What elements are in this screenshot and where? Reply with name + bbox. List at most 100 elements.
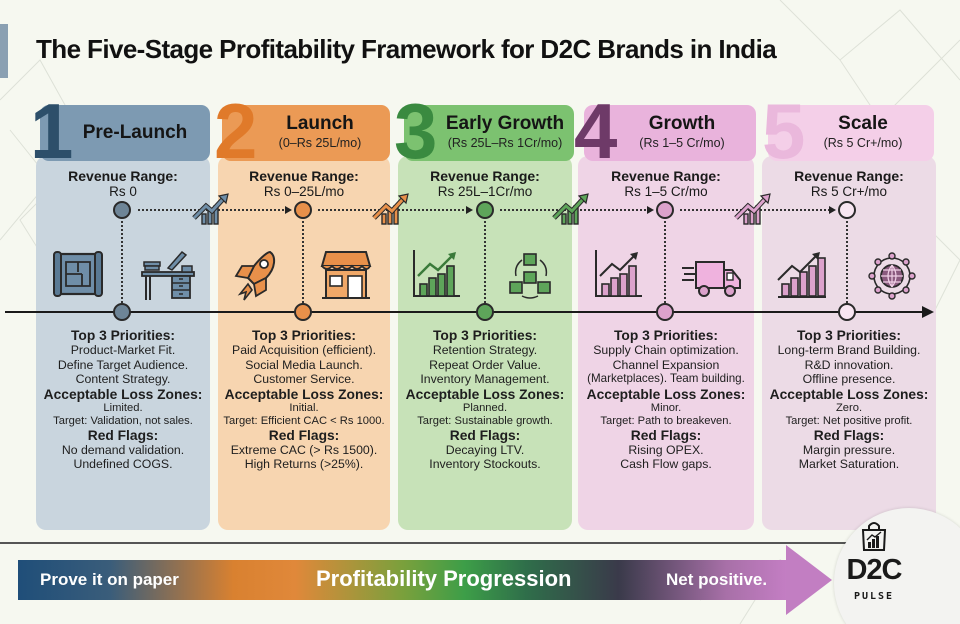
stage-4-vertical-connector [664, 221, 666, 303]
blueprint-icon [53, 251, 103, 297]
stage-3-top-node [476, 201, 494, 219]
loss-zone-value: Minor. [650, 401, 682, 414]
red-flags-heading: Red Flags: [813, 427, 885, 443]
brand-logo-subtext: PULSE [853, 591, 895, 602]
stage-5-details: Top 3 Priorities: Long-term Brand Buildi… [760, 328, 938, 472]
loss-zones-heading: Acceptable Loss Zones: [405, 386, 565, 402]
stage-1-timeline-node [113, 303, 131, 321]
priorities-heading: Top 3 Priorities: [251, 328, 356, 343]
priority-item: Retention Strategy. [432, 343, 538, 357]
loss-zone-target: Target: Net positive profit. [785, 414, 913, 427]
priority-item: Offline presence. [802, 372, 896, 387]
stage-2-revenue-label: Revenue Range: [249, 168, 359, 184]
stage-1-details: Top 3 Priorities: Product-Market Fit. De… [36, 328, 210, 472]
stage-5-number: 5 [762, 87, 805, 175]
trend-up-icon [372, 193, 409, 225]
red-flag-item: Undefined COGS. [73, 457, 173, 472]
global-network-icon [868, 252, 916, 300]
stage-4-details: Top 3 Priorities: Supply Chain optimizat… [576, 328, 756, 472]
stage-1-header: Pre-Launch [40, 105, 210, 161]
stage-3-timeline-node [476, 303, 494, 321]
red-flag-item: Rising OPEX. [628, 442, 704, 457]
priority-item: Customer Service. [253, 372, 355, 387]
red-flag-item: Margin pressure. [802, 442, 896, 457]
trend-up-icon [552, 193, 589, 225]
loss-zones-heading: Acceptable Loss Zones: [769, 386, 929, 402]
stage-5-subtitle: (Rs 5 Cr+/mo) [823, 136, 903, 150]
trend-up-icon [192, 193, 229, 225]
stage-5-vertical-connector [846, 221, 848, 303]
red-flags-heading: Red Flags: [630, 427, 702, 443]
loss-zone-target: Target: Path to breakeven. [600, 414, 732, 427]
stage-4-top-node [656, 201, 674, 219]
growth-chart-icon [413, 250, 460, 297]
red-flag-item: Market Saturation. [798, 457, 900, 472]
arrowhead-3-4 [647, 206, 654, 214]
trend-up-icon [734, 193, 771, 225]
stage-5-revenue-value: Rs 5 Cr+/mo [810, 184, 888, 199]
loss-zone-value: Planned. [462, 401, 508, 414]
priority-item: Content Strategy. [75, 372, 171, 387]
loss-zones-heading: Acceptable Loss Zones: [586, 386, 746, 402]
arrowhead-4-5 [829, 206, 836, 214]
rocket-icon [234, 250, 276, 301]
growth-chart-icon [777, 252, 826, 298]
stage-5-revenue-label: Revenue Range: [794, 168, 904, 184]
progression-arrowhead [786, 545, 832, 615]
section-divider [0, 542, 880, 544]
priority-item: Long-term Brand Building. [777, 343, 921, 357]
stage-2-header: Launch (0–Rs 25L/mo) [222, 105, 390, 161]
stage-2-subtitle: (0–Rs 25L/mo) [278, 136, 362, 150]
priority-item: Inventory Management. [420, 372, 550, 387]
loss-zones-heading: Acceptable Loss Zones: [224, 386, 384, 402]
red-flag-item: Extreme CAC (> Rs 1500). [230, 442, 378, 457]
red-flags-heading: Red Flags: [268, 427, 340, 443]
red-flag-item: No demand validation. [61, 442, 185, 457]
priority-item: (Marketplaces). Team building. [587, 372, 745, 386]
priority-item: R&D innovation. [804, 357, 894, 372]
stage-4-number: 4 [574, 87, 617, 175]
priority-item: Social Media Launch. [245, 357, 363, 372]
progression-center-label: Profitability Progression [316, 566, 572, 591]
stage-1-title: Pre-Launch [82, 122, 188, 143]
progression-left-label: Prove it on paper [40, 570, 179, 589]
stage-4-header: Growth (Rs 1–5 Cr/mo) [584, 105, 756, 161]
red-flags-heading: Red Flags: [449, 427, 521, 443]
stage-3-title: Early Growth [445, 113, 565, 134]
priority-item: Define Target Audience. [57, 357, 189, 372]
stage-3-header: Early Growth (Rs 25L–Rs 1Cr/mo) [404, 105, 574, 161]
stage-2-top-node [294, 201, 312, 219]
red-flags-heading: Red Flags: [87, 427, 159, 443]
stage-4-timeline-node [656, 303, 674, 321]
stage-3-details: Top 3 Priorities: Retention Strategy. Re… [396, 328, 574, 472]
stage-5-top-node [838, 201, 856, 219]
priority-item: Product-Market Fit. [70, 343, 176, 357]
priorities-heading: Top 3 Priorities: [796, 328, 901, 343]
stage-3-number: 3 [394, 87, 437, 175]
red-flag-item: Cash Flow gaps. [620, 457, 712, 472]
progression-right-label: Net positive. [666, 570, 768, 589]
priority-item: Repeat Order Value. [429, 357, 541, 372]
arrowhead-1-2 [285, 206, 292, 214]
loss-zone-target: Target: Efficient CAC < Rs 1000. [223, 414, 385, 427]
stage-5-title: Scale [838, 113, 888, 134]
stage-4-title: Growth [648, 113, 716, 134]
page-title: The Five-Stage Profitability Framework f… [36, 34, 777, 64]
priority-item: Supply Chain optimization. [593, 343, 739, 357]
arrowhead-2-3 [466, 206, 473, 214]
growth-chart-icon [595, 250, 642, 297]
title-accent-bar [0, 24, 8, 78]
stage-1-revenue-value: Rs 0 [109, 184, 137, 199]
stage-4-subtitle: (Rs 1–5 Cr/mo) [639, 136, 725, 150]
priorities-heading: Top 3 Priorities: [70, 328, 175, 343]
stage-1-vertical-connector [121, 221, 123, 303]
stage-2-title: Launch [286, 113, 354, 134]
delivery-truck-icon [682, 261, 741, 297]
stage-2-number: 2 [214, 87, 257, 175]
stage-2-details: Top 3 Priorities: Paid Acquisition (effi… [214, 328, 394, 472]
stage-4-revenue-label: Revenue Range: [611, 168, 721, 184]
priority-item: Channel Expansion [612, 357, 720, 372]
priority-item: Paid Acquisition (efficient). [232, 343, 376, 357]
loss-zone-value: Zero. [835, 401, 863, 414]
stage-2-timeline-node [294, 303, 312, 321]
